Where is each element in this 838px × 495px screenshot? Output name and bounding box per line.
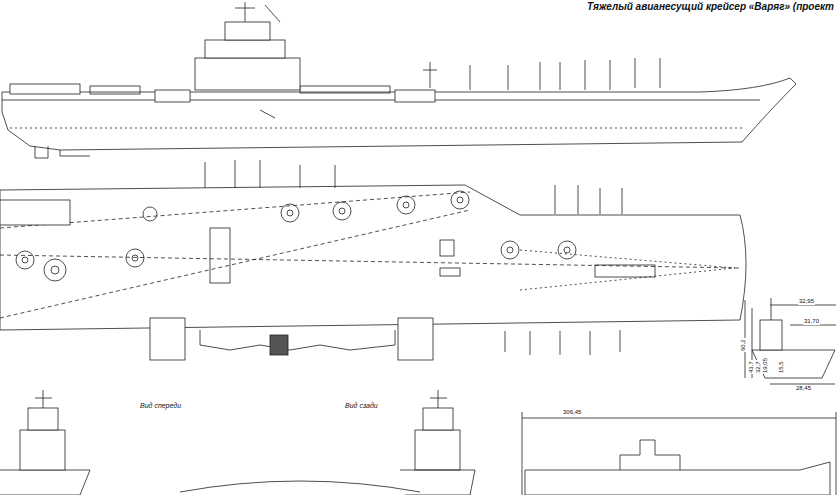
view-label: Вид спереди bbox=[140, 402, 181, 410]
small-profile bbox=[522, 412, 836, 495]
dimension: 306,45 bbox=[562, 409, 582, 416]
front-view bbox=[0, 390, 420, 495]
dimension: 15,5 bbox=[778, 360, 785, 374]
rear-view bbox=[400, 390, 475, 495]
end-view bbox=[745, 298, 836, 384]
view-label: Вид сзади bbox=[345, 402, 378, 410]
dimension: 28,45 bbox=[795, 385, 812, 392]
dimension: 32,95 bbox=[798, 298, 815, 305]
drawing-title: Тяжелый авианесущий крейсер «Варяг» (про… bbox=[587, 1, 834, 12]
plan-view bbox=[0, 160, 746, 360]
dimension: 60,2 bbox=[740, 338, 747, 352]
side-profile bbox=[2, 2, 796, 158]
dimension: 31,70 bbox=[803, 318, 820, 325]
dimension: 32,7 bbox=[755, 360, 762, 374]
dimension: 19,05 bbox=[762, 357, 769, 374]
dimension: 43,7 bbox=[748, 360, 755, 374]
